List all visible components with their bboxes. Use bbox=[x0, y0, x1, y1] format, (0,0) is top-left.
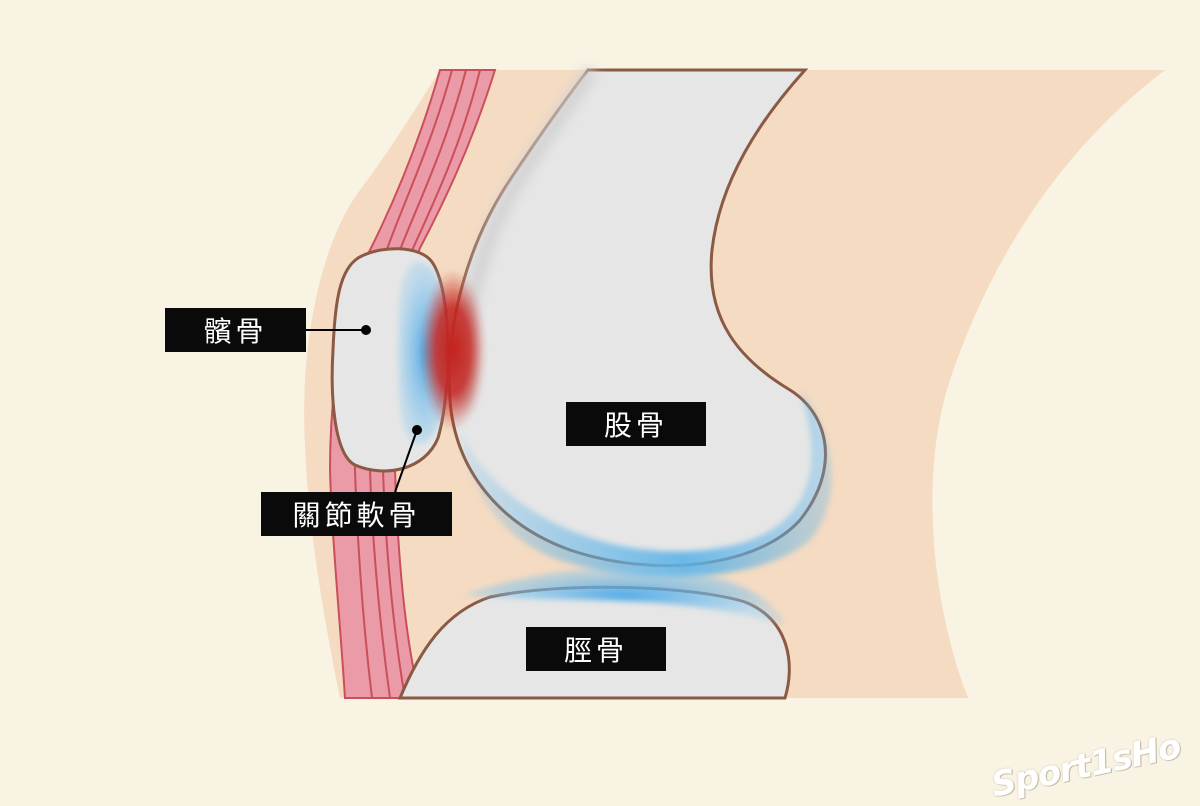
patella-label: 髕骨 bbox=[165, 308, 306, 352]
inflammation-spot bbox=[421, 270, 485, 430]
femur-label: 股骨 bbox=[566, 402, 706, 446]
cartilage-leader-line bbox=[394, 429, 418, 493]
patella-leader-dot bbox=[361, 325, 371, 335]
cartilage-leader-dot bbox=[412, 425, 422, 435]
tibia-cartilage bbox=[462, 566, 785, 625]
articular-cartilage-label: 關節軟骨 bbox=[261, 492, 452, 536]
tibia-label: 脛骨 bbox=[526, 627, 666, 671]
femur-cartilage bbox=[460, 392, 832, 578]
